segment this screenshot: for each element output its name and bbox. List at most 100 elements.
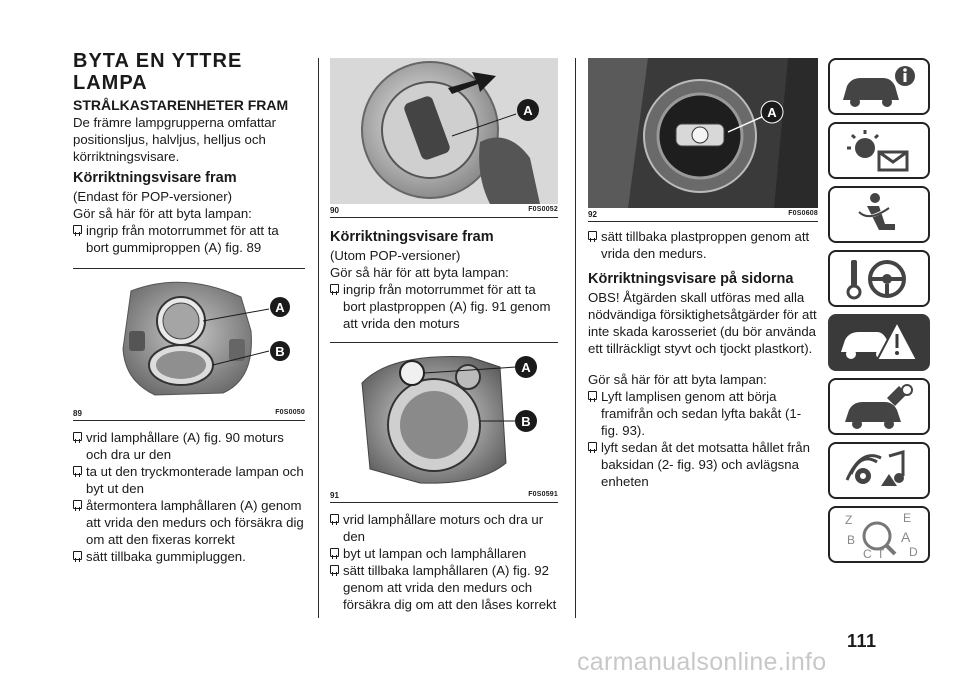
step-icon: [73, 225, 82, 236]
tab-breakdown[interactable]: [828, 314, 930, 371]
step-text: sätt tillbaka gummipluggen.: [86, 549, 246, 564]
section-heading: Körriktningsvisare fram: [330, 229, 494, 245]
callout-b: B: [521, 414, 530, 429]
figure-number: 90: [330, 206, 339, 215]
car-info-icon: [843, 65, 915, 107]
step-text: återmontera lamphållaren (A) genom att v…: [86, 498, 304, 547]
step-icon: [330, 284, 339, 295]
step-text: byt ut lampan och lamphållaren: [343, 546, 527, 561]
step-text: lyft sedan åt det motsatta hållet från b…: [601, 440, 810, 489]
seat-airbag-icon: [858, 192, 895, 230]
headlamp-rear-illustration: A B: [361, 356, 537, 484]
section-heading: Körriktningsvisare på sidorna: [588, 271, 794, 287]
index-letter: A: [901, 529, 911, 545]
step-item: lyft sedan åt det motsatta hållet från b…: [588, 439, 818, 490]
index-letter: T: [877, 547, 885, 560]
warning-lights-icon: [847, 129, 909, 171]
lead-text: Gör så här för att byta lampan:: [588, 372, 767, 387]
tab-multimedia[interactable]: [828, 442, 930, 499]
step-item: vrid lamphållare moturs och dra ur den: [330, 511, 558, 545]
column-divider: [575, 58, 576, 618]
step-text: vrid lamphållare moturs och dra ur den: [343, 512, 544, 544]
step-icon: [73, 432, 82, 443]
step-icon: [73, 466, 82, 477]
step-item: Lyft lamplisen genom att börja framifrån…: [588, 388, 818, 439]
step-icon: [588, 391, 597, 402]
version-note: (Endast för POP-versioner): [73, 189, 233, 204]
step-text: sätt tillbaka lamphållaren (A) fig. 92 g…: [343, 563, 557, 612]
step-text: sätt tillbaka plastproppen genom att vri…: [601, 229, 810, 261]
tab-steering-key[interactable]: [828, 250, 930, 307]
step-text: Lyft lamplisen genom att börja framifrån…: [601, 389, 802, 438]
steering-wheel-key-icon: [846, 259, 906, 299]
car-breakdown-icon: [841, 319, 919, 361]
figure-code: F0S0050: [275, 409, 305, 416]
watermark: carmanualsonline.info: [577, 648, 827, 676]
step-icon: [588, 442, 597, 453]
multimedia-icon: [845, 449, 905, 486]
column-divider: [318, 58, 319, 618]
index-letter: Z: [845, 513, 852, 527]
step-text: vrid lamphållare (A) fig. 90 moturs och …: [86, 430, 284, 462]
step-icon: [330, 565, 339, 576]
step-icon: [330, 514, 339, 525]
figure-number: 89: [73, 409, 82, 418]
figure-90: A 90 F0S0052: [330, 58, 558, 218]
index-letter: D: [909, 545, 918, 559]
lamp-holder-illustration: A: [330, 58, 558, 204]
lead-text: Gör så här för att byta lampan:: [73, 206, 252, 221]
figure-92: A 92 F0S0608: [588, 58, 818, 222]
figure-89: A B 89 F0S0050: [73, 268, 305, 421]
step-text: ingrip från motorrummet för att ta bort …: [343, 282, 551, 331]
step-item: sätt tillbaka gummipluggen.: [73, 548, 305, 565]
column-1: BYTA EN YTTRE LAMPA STRÅLKASTARENHETER F…: [73, 50, 305, 565]
step-icon: [330, 548, 339, 559]
step-item: ta ut den tryckmonterade lampan och byt …: [73, 463, 305, 497]
figure-number: 92: [588, 210, 597, 219]
step-text: ta ut den tryckmonterade lampan och byt …: [86, 464, 304, 496]
figure-code: F0S0608: [788, 210, 818, 217]
lead-text: Gör så här för att byta lampan:: [330, 265, 509, 280]
column-2: A 90 F0S0052 Körriktningsvisare fram (Ut…: [330, 50, 558, 613]
step-item: ingrip från motorrummet för att ta bort …: [73, 222, 305, 256]
tab-warning-lights[interactable]: [828, 122, 930, 179]
figure-91: A B 91 F0S0591: [330, 342, 558, 503]
figure-code: F0S0052: [528, 206, 558, 213]
callout-a: A: [275, 300, 285, 315]
step-text: ingrip från motorrummet för att ta bort …: [86, 223, 279, 255]
index-letter: B: [847, 533, 855, 547]
callout-a: A: [523, 103, 533, 118]
figure-caption: 91 F0S0591: [330, 491, 558, 503]
obs-text: OBS! Åtgärden skall utföras med alla nöd…: [588, 290, 817, 356]
page-title: BYTA EN YTTRE LAMPA: [73, 50, 243, 94]
headlamp-illustration: A B: [122, 281, 290, 396]
callout-b: B: [275, 344, 284, 359]
page-number: 111: [847, 631, 877, 651]
column-3: A 92 F0S0608 sätt tillbaka plastproppen …: [588, 50, 818, 490]
section-subtitle: STRÅLKASTARENHETER FRAM: [73, 97, 289, 113]
index-letter: E: [903, 511, 911, 525]
tab-index[interactable]: Z E B A C T D: [828, 506, 930, 563]
step-item: återmontera lamphållaren (A) genom att v…: [73, 497, 305, 548]
step-icon: [73, 551, 82, 562]
figure-caption: 89 F0S0050: [73, 409, 305, 421]
index-icon: Z E B A C T D: [845, 511, 918, 560]
callout-a: A: [521, 360, 531, 375]
step-icon: [73, 500, 82, 511]
step-item: sätt tillbaka plastproppen genom att vri…: [588, 228, 818, 262]
index-letter: C: [863, 547, 872, 560]
figure-caption: 90 F0S0052: [330, 206, 558, 218]
figure-number: 91: [330, 491, 339, 500]
car-maintenance-icon: [845, 383, 913, 429]
step-item: sätt tillbaka lamphållaren (A) fig. 92 g…: [330, 562, 558, 613]
figure-code: F0S0591: [528, 491, 558, 498]
tab-seat-airbag[interactable]: [828, 186, 930, 243]
step-item: byt ut lampan och lamphållaren: [330, 545, 558, 562]
tab-maintenance[interactable]: [828, 378, 930, 435]
version-note: (Utom POP-versioner): [330, 248, 461, 263]
callout-a: A: [767, 105, 777, 120]
intro-text: De främre lampgrupperna omfattar positio…: [73, 115, 277, 164]
step-item: vrid lamphållare (A) fig. 90 moturs och …: [73, 429, 305, 463]
figure-caption: 92 F0S0608: [588, 210, 818, 222]
tab-car-info[interactable]: [828, 58, 930, 115]
